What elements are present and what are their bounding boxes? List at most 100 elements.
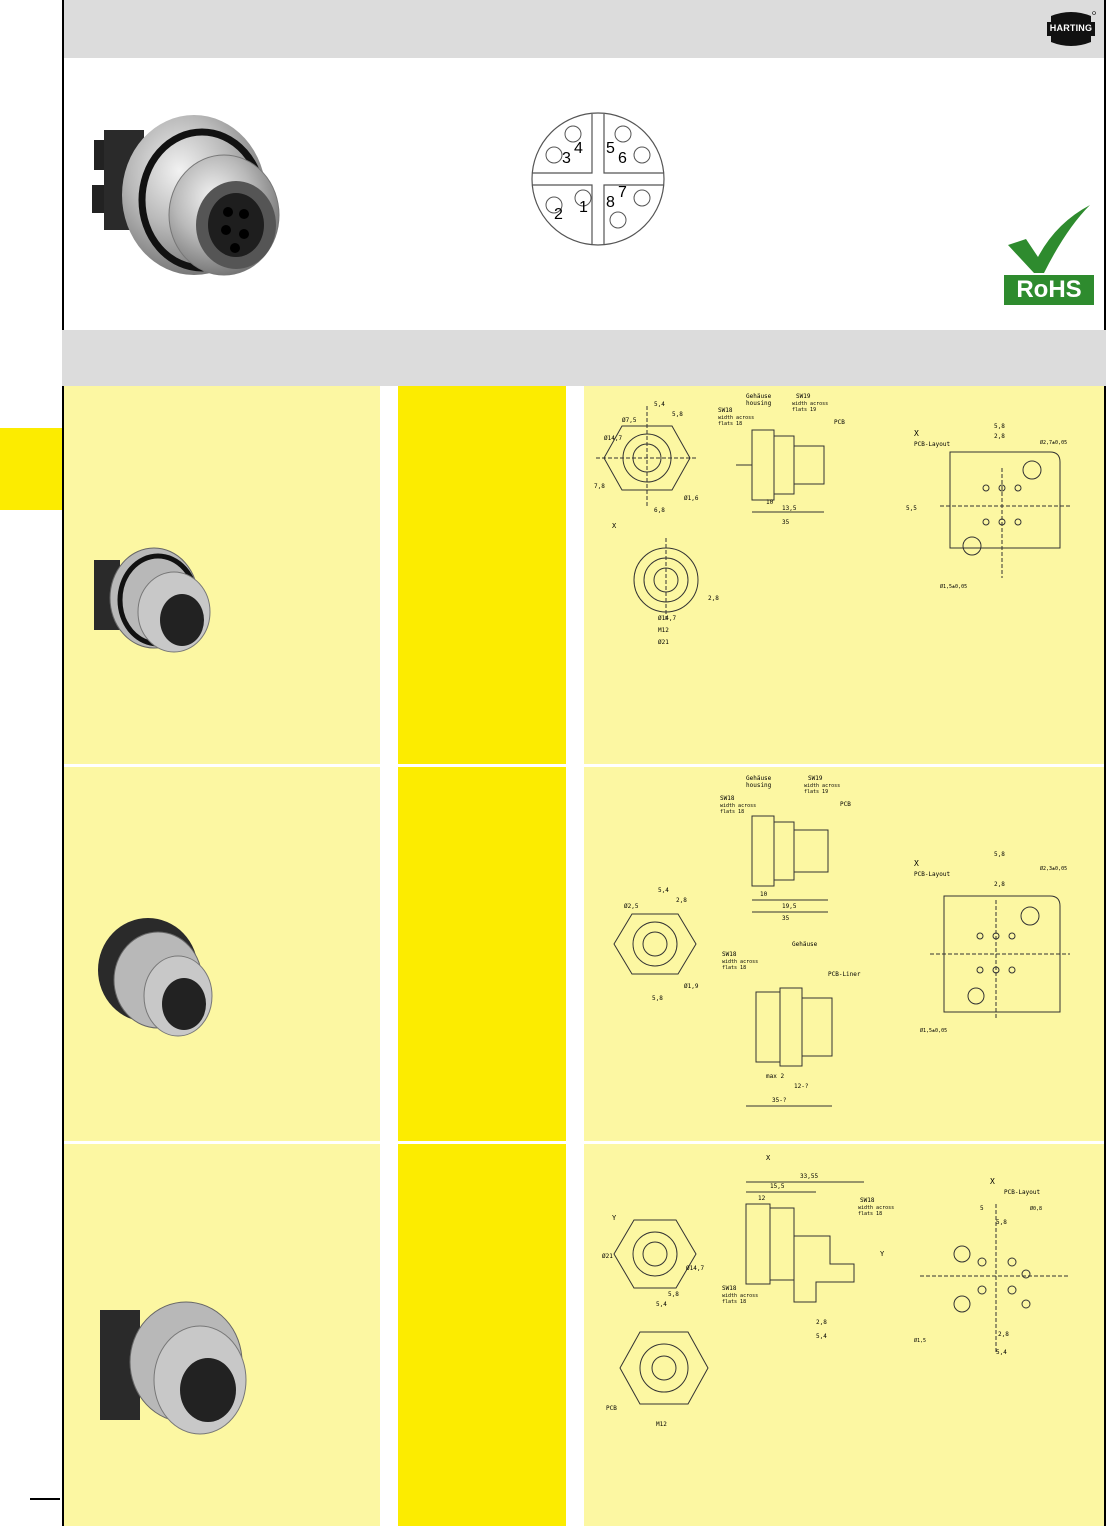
dimension-label: 5,8 [672, 411, 683, 418]
chapter-tab [0, 428, 62, 510]
callout-label: Gehäuse [746, 775, 772, 782]
dimension-label: X [914, 859, 919, 868]
dimension-label: 5,4 [656, 1301, 667, 1308]
callout-label: Gehäuse [746, 393, 772, 400]
dimension-label: 12 [758, 1195, 766, 1202]
dimension-label: Ø1,5±0,05 [940, 583, 967, 590]
dimension-label: max 2 [766, 1073, 784, 1080]
dimension-label: M12 [656, 1421, 667, 1428]
row1-pcb-layout-drawing: X PCB-Layout 5,5 5,8 2,8 Ø1,5±0,05 Ø2,7±… [900, 398, 1094, 598]
pin-label: 1 [579, 199, 588, 216]
connector-image [98, 918, 213, 1037]
dimension-label: Ø0,8 [1030, 1205, 1042, 1212]
row3-side-view-drawing: X 33,55 15,5 12 SW18 width across flats … [720, 1152, 900, 1352]
dimension-label: 6,8 [654, 507, 665, 514]
callout-label: SW19 [808, 775, 823, 782]
left-border-rule [62, 0, 64, 1526]
connector-image [100, 1301, 247, 1435]
dimension-label: 35 [782, 915, 790, 922]
dimension-label: M12 [658, 627, 669, 634]
side-view-svg: Gehäuse housing SW19 width across flats … [718, 393, 845, 526]
row2-side-view-drawing: Gehäuse housing SW19 width across flats … [716, 772, 876, 922]
harting-logo-text: HARTING [1049, 23, 1093, 33]
dimension-label: X [766, 1154, 771, 1162]
dimension-label: Ø1,6 [684, 495, 699, 502]
callout-label: SW19 [796, 393, 811, 400]
row3-pcb-layout-drawing: X PCB-Layout 5 5,8 2,8 5,4 Ø0,8 Ø1,5 [900, 1164, 1094, 1374]
dimension-label: Ø1,9 [684, 983, 699, 990]
front-view-svg: 5,4 5,8 Ø7,5 Ø14,7 7,8 Ø1,6 6,8 [594, 401, 699, 514]
side-view-svg: X 33,55 15,5 12 SW18 width across flats … [722, 1154, 894, 1340]
dimension-label: 2,8 [816, 1319, 827, 1326]
dimension-label: 2,8 [676, 897, 687, 904]
dimension-label: Y [612, 1214, 617, 1222]
callout-label: flats 18 [720, 809, 744, 815]
dimension-label: 5,8 [652, 995, 663, 1002]
callout-label: flats 19 [792, 407, 816, 413]
dimension-label: 5,4 [654, 401, 665, 408]
callout-label: PCB [840, 801, 851, 808]
dimension-label: X [990, 1177, 995, 1186]
row1-side-view-drawing: Gehäuse housing SW19 width across flats … [716, 392, 866, 532]
pin-label: 2 [554, 206, 563, 223]
pin-label: 6 [618, 150, 627, 167]
row2-yellow-cell [398, 767, 566, 1141]
dimension-label: Ø1,5 [914, 1337, 926, 1344]
callout-label: width across [722, 1293, 758, 1299]
dimension-label: PCB-Layout [914, 441, 951, 448]
row1-connector-photo [88, 540, 238, 660]
dimension-label: PCB-Layout [914, 871, 951, 878]
face-view-svg: PCB M12 [606, 1331, 709, 1428]
row3-front-view-drawing: Y Ø21 Ø14,7 5,8 5,4 [600, 1200, 710, 1310]
dimension-label: X [914, 429, 919, 438]
harting-logo: HARTING [1045, 10, 1097, 48]
front-view-svg: 5,4 2,8 Ø2,5 Ø1,9 5,8 [613, 887, 699, 1002]
dimension-label: 15,5 [770, 1183, 785, 1190]
callout-label: SW18 [722, 951, 737, 958]
callout-label: width across [718, 415, 754, 421]
dimension-label: 10 [766, 499, 774, 506]
dimension-label: 35-? [772, 1097, 787, 1104]
dimension-label: Ø14,7 [604, 435, 622, 442]
callout-label: housing [746, 400, 772, 407]
row1-face-drawing: X Ø14,7 Ø21 M12 2,8 [606, 520, 726, 650]
row1-drawing-cell [584, 386, 1104, 764]
pin-label: 5 [606, 140, 615, 157]
dimension-label: 2,8 [994, 881, 1005, 888]
dimension-label: 19,5 [782, 903, 797, 910]
side-view-svg: Gehäuse housing SW19 width across flats … [720, 775, 851, 922]
callout-label: width across [720, 803, 756, 809]
pin-label: 4 [574, 140, 583, 157]
dimension-label: Ø21 [602, 1253, 613, 1260]
dimension-label: 5,8 [994, 851, 1005, 858]
dimension-label: 5,4 [816, 1333, 827, 1340]
pin-label: 3 [562, 150, 571, 167]
dimension-label: 5,4 [658, 887, 669, 894]
connector-image [94, 547, 211, 653]
callout-label: flats 18 [722, 965, 746, 971]
dimension-label: 5,8 [996, 1219, 1007, 1226]
callout-label: width across [722, 959, 758, 965]
row2-pcb-layout-drawing: X PCB-Layout 5,8 2,8 Ø2,3±0,05 Ø1,5±0,05 [900, 840, 1094, 1040]
dimension-label: Ø2,5 [624, 903, 639, 910]
pcb-layout-svg: X PCB-Layout 5,8 2,8 Ø2,3±0,05 Ø1,5±0,05 [914, 851, 1070, 1034]
pin-label: 8 [606, 194, 615, 211]
dimension-label: 2,8 [708, 595, 719, 602]
dimension-label: 7,8 [594, 483, 605, 490]
callout-label: Gehäuse [792, 941, 818, 948]
callout-label: SW18 [718, 407, 733, 414]
dimension-label: 5 [980, 1205, 984, 1212]
row2-connector-photo [86, 914, 236, 1044]
rohs-label: RoHS [1004, 275, 1094, 305]
row2-mount-drawing: Gehäuse SW18 width across flats 18 PCB-L… [716, 938, 876, 1118]
callout-label: width across [858, 1205, 894, 1211]
dimension-label: Ø2,3±0,05 [1040, 865, 1067, 872]
row3-drawing-cell [584, 1144, 1104, 1526]
table-header-band [62, 330, 1106, 386]
dimension-label: Ø1,5±0,05 [920, 1027, 947, 1034]
dimension-label: 5,4 [996, 1349, 1007, 1356]
dimension-label: Ø14,7 [658, 615, 676, 622]
dimension-label: Ø21 [658, 639, 669, 646]
dimension-label: Ø2,7±0,05 [1040, 439, 1067, 446]
row1-front-view-drawing: 5,4 5,8 Ø7,5 Ø14,7 7,8 Ø1,6 6,8 [592, 396, 702, 516]
